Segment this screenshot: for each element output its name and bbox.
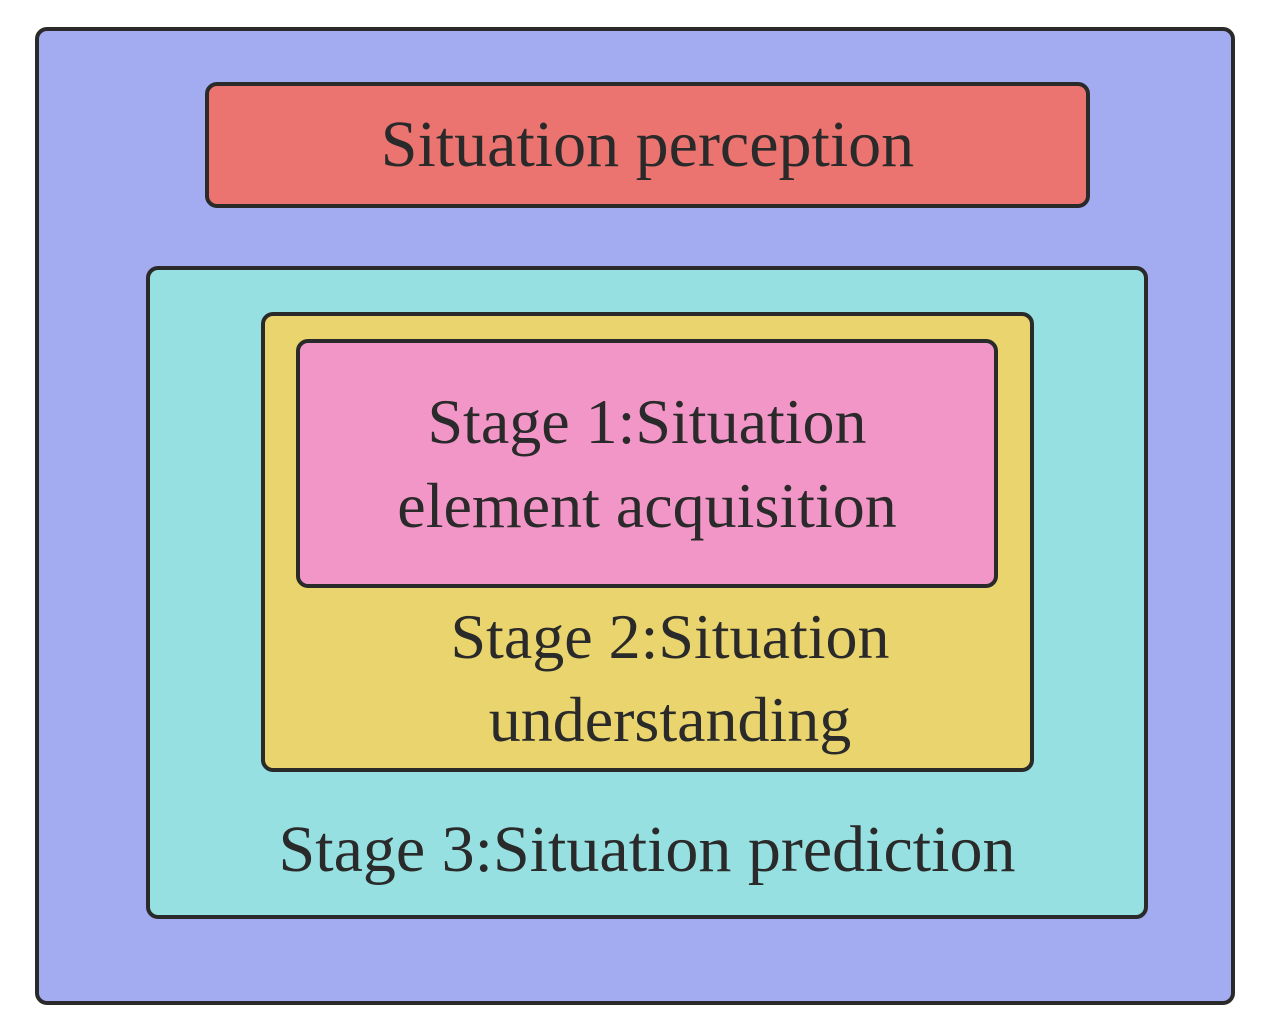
stage1-label-line2: element acquisition [397, 469, 897, 541]
stage1-label-line1: Stage 1:Situation [427, 386, 867, 458]
stage2-label-line2: understanding [488, 684, 852, 756]
stage1-box: Stage 1:Situation element acquisition [296, 339, 998, 588]
stage1-label: Stage 1:Situation element acquisition [397, 380, 896, 546]
stage3-label: Stage 3:Situation prediction [278, 813, 1016, 886]
situation-perception-label: Situation perception [380, 108, 915, 182]
stage2-label: Stage 2:Situation understanding [380, 595, 960, 761]
stage2-label-line1: Stage 2:Situation [450, 601, 890, 672]
situation-perception-box: Situation perception [205, 82, 1090, 208]
